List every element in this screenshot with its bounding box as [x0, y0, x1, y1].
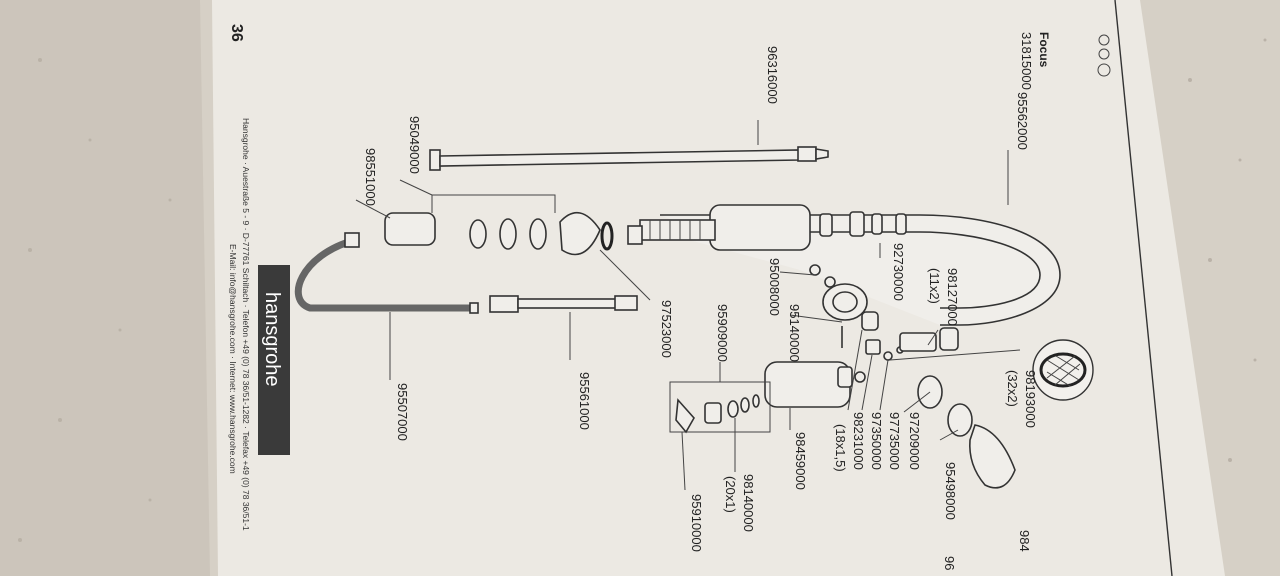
part-label-97523000: 97523000: [659, 300, 674, 358]
part-label-98127000: 98127000: [945, 268, 960, 326]
part-label-98551000: 98551000: [363, 148, 378, 206]
hose-lower-nut: [489, 295, 519, 313]
part-label-95008000: 95008000: [767, 258, 782, 316]
faucet-thumbnail-icon: [1097, 34, 1111, 77]
hose-95561000: [517, 298, 619, 309]
part-size-98193000: (32x2): [1005, 370, 1020, 407]
group-bracket: [432, 194, 556, 213]
shadow-area: [0, 0, 210, 576]
part-label-95140000: 95140000: [787, 304, 802, 362]
part-label-partial-96: 96: [942, 556, 957, 570]
bracket-97523000: [559, 212, 601, 256]
part-label-95507000: 95507000: [395, 383, 410, 441]
part-label-98231000: 98231000: [851, 412, 866, 470]
spout-body: [709, 204, 811, 251]
part-label-98140000: 98140000: [741, 474, 756, 532]
page-number: 36: [228, 24, 245, 42]
leader-lines: [355, 120, 1021, 491]
hose-98551000: [294, 236, 470, 312]
footer-contact: E-Mail: info@hansgrohe.com · Internet: w…: [228, 244, 238, 474]
spout-arc-inner: [660, 231, 1041, 309]
paper-sheet: [212, 0, 1225, 576]
lever-handle: [968, 424, 1016, 489]
part-size-98231000: (18x1,5): [833, 424, 848, 472]
footer: hansgrohe Hansgrohe · Auestraße 5 - 9 · …: [228, 118, 290, 531]
part-label-98193000: 98193000: [1023, 370, 1038, 428]
part-label-97209000: 97209000: [907, 412, 922, 470]
product-code: 31815000: [1019, 32, 1034, 90]
part-size-98140000: (20x1): [723, 476, 738, 513]
part-label-97350000: 97350000: [869, 412, 884, 470]
page-border-line: [1114, 0, 1173, 576]
mesh-icon: [1046, 355, 1081, 387]
base-mount-95049000: [384, 212, 436, 246]
brand-logo-text: hansgrohe: [261, 292, 283, 387]
part-label-96316000: 96316000: [765, 46, 780, 104]
part-label-95909000: 95909000: [715, 304, 730, 362]
part-label-partial-984: 984: [1017, 530, 1032, 552]
hose-upper-fitting: [797, 146, 817, 162]
part-label-98459000: 98459000: [793, 432, 808, 490]
exploded-parts-diagram: 95562000 96316000 95049000 98551000 9273…: [294, 46, 1094, 570]
product-header: Focus 31815000: [1019, 32, 1111, 90]
part-size-98127000: (11x2): [927, 268, 942, 304]
part-label-95562000: 95562000: [1015, 92, 1030, 150]
threaded-shaft: [639, 219, 716, 241]
footer-address: Hansgrohe · Auestraße 5 - 9 · D-77761 Sc…: [241, 118, 251, 531]
product-name: Focus: [1037, 32, 1051, 68]
part-label-95498000: 95498000: [943, 462, 958, 520]
part-label-95561000: 95561000: [577, 372, 592, 430]
part-label-92730000: 92730000: [891, 243, 906, 301]
shaft-threads: [649, 220, 701, 240]
part-label-95049000: 95049000: [407, 116, 422, 174]
part-label-97735000: 97735000: [887, 412, 902, 470]
brand-block: [258, 265, 290, 455]
part-label-95910000: 95910000: [689, 494, 704, 552]
hose-upper-nut: [429, 149, 441, 171]
